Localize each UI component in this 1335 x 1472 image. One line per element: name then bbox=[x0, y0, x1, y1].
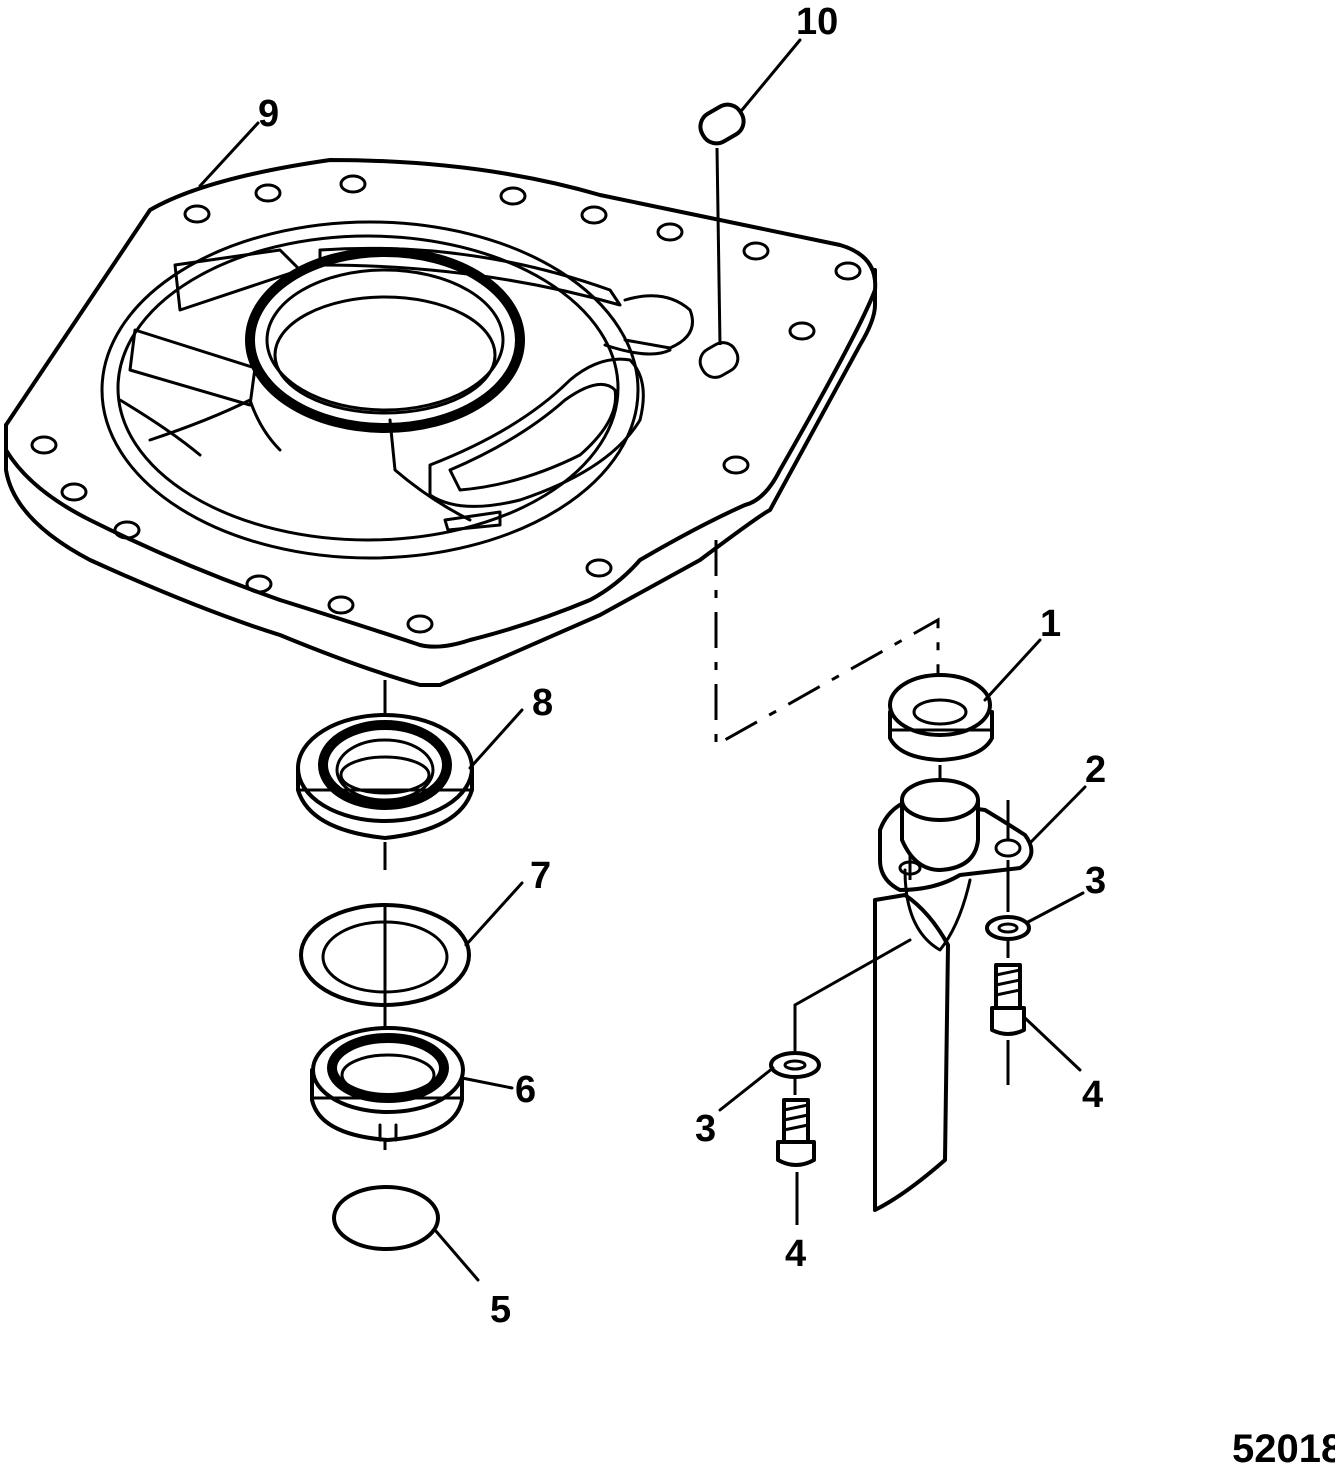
leader-line-8 bbox=[468, 708, 524, 770]
callout-10: 10 bbox=[796, 1, 838, 43]
callout-8: 8 bbox=[532, 682, 553, 724]
screw-part-4-left bbox=[776, 1098, 816, 1167]
callout-3-left: 3 bbox=[695, 1108, 716, 1150]
leader-line-9 bbox=[198, 121, 260, 188]
screw-part-4-right bbox=[990, 963, 1026, 1036]
leader-line-4-right bbox=[1023, 1016, 1082, 1072]
leader-line-2 bbox=[1028, 785, 1087, 845]
leader-line-5 bbox=[433, 1228, 480, 1282]
leader-line-1 bbox=[983, 638, 1042, 702]
callout-9: 9 bbox=[258, 93, 279, 135]
assembly-dash-line bbox=[714, 540, 940, 748]
assembly-axis-3a bbox=[793, 938, 912, 1052]
callout-4-right: 4 bbox=[1082, 1074, 1103, 1116]
base-plate-part-9 bbox=[4, 158, 878, 687]
callout-2: 2 bbox=[1085, 749, 1106, 791]
callout-4-left: 4 bbox=[785, 1233, 806, 1275]
leader-line-3-right bbox=[1026, 891, 1085, 924]
plug-part-10 bbox=[698, 102, 746, 146]
grommet-part-1 bbox=[888, 673, 994, 762]
leader-line-7 bbox=[464, 881, 524, 947]
callout-3-right: 3 bbox=[1085, 860, 1106, 902]
washer-part-3-left bbox=[769, 1051, 821, 1079]
pickup-tube-part-2 bbox=[873, 778, 1034, 1212]
leader-line-10 bbox=[740, 38, 802, 112]
assembly-axis-10 bbox=[715, 147, 722, 346]
bearing-part-6 bbox=[310, 1026, 465, 1142]
callout-6: 6 bbox=[515, 1069, 536, 1111]
washer-part-3-right bbox=[985, 915, 1031, 941]
callout-1: 1 bbox=[1040, 603, 1061, 645]
o-ring-part-5 bbox=[332, 1185, 440, 1251]
seal-part-8 bbox=[296, 713, 474, 840]
leader-line-6 bbox=[460, 1076, 514, 1090]
leader-line-3-left bbox=[718, 1066, 775, 1112]
callout-7: 7 bbox=[530, 855, 551, 897]
callout-5: 5 bbox=[490, 1289, 511, 1331]
figure-number: 52018 bbox=[1232, 1427, 1335, 1471]
